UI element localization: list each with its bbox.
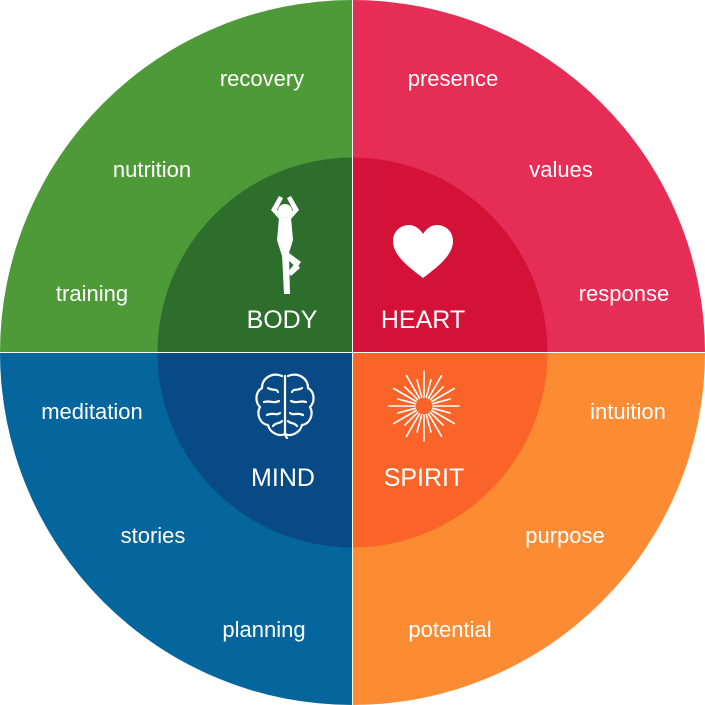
spirit-inner-segment <box>352 352 548 548</box>
spirit-word-intuition: intuition <box>590 399 666 424</box>
sunburst-ray <box>404 386 419 401</box>
sunburst-ray <box>405 412 421 438</box>
heart-icon <box>393 225 453 278</box>
mind-word-stories: stories <box>121 523 186 548</box>
sunburst-ray <box>427 412 443 438</box>
mind-title: MIND <box>251 464 315 492</box>
sunburst-ray <box>430 387 456 403</box>
spirit-word-potential: potential <box>408 617 491 642</box>
body-word-nutrition: nutrition <box>113 157 191 182</box>
sunburst-ray <box>404 411 419 426</box>
sunburst-ray <box>431 398 451 405</box>
mind-word-planning: planning <box>222 617 305 642</box>
mind-word-meditation: meditation <box>41 399 143 424</box>
heart-word-response: response <box>579 281 670 306</box>
body-title: BODY <box>247 306 318 334</box>
body-inner-segment <box>157 157 353 353</box>
sunburst-ray <box>431 407 451 414</box>
body-word-training: training <box>56 281 128 306</box>
heart-word-presence: presence <box>408 66 499 91</box>
heart-word-values: values <box>529 157 593 182</box>
heart-inner-segment <box>352 157 548 353</box>
body-word-recovery: recovery <box>220 66 304 91</box>
sunburst-ray <box>416 379 423 399</box>
sunburst-ray <box>392 409 418 425</box>
sunburst-ray <box>425 413 432 433</box>
sunburst-ray <box>405 374 421 400</box>
sunburst-ray <box>392 387 418 403</box>
yoga-tree-pose-icon <box>271 196 301 294</box>
sunburst-ray <box>429 411 444 426</box>
sunburst-icon <box>388 370 460 442</box>
sunburst-ray <box>416 413 423 433</box>
sunburst-ray <box>397 398 417 405</box>
heart-title: HEART <box>381 306 465 334</box>
spirit-title: SPIRIT <box>384 464 465 492</box>
sunburst-ray <box>397 407 417 414</box>
sunburst-ray <box>429 386 444 401</box>
sunburst-ray <box>430 409 456 425</box>
brain-icon <box>255 373 315 440</box>
sunburst-ray <box>425 379 432 399</box>
sunburst-ray <box>427 374 443 400</box>
spirit-word-purpose: purpose <box>525 523 605 548</box>
